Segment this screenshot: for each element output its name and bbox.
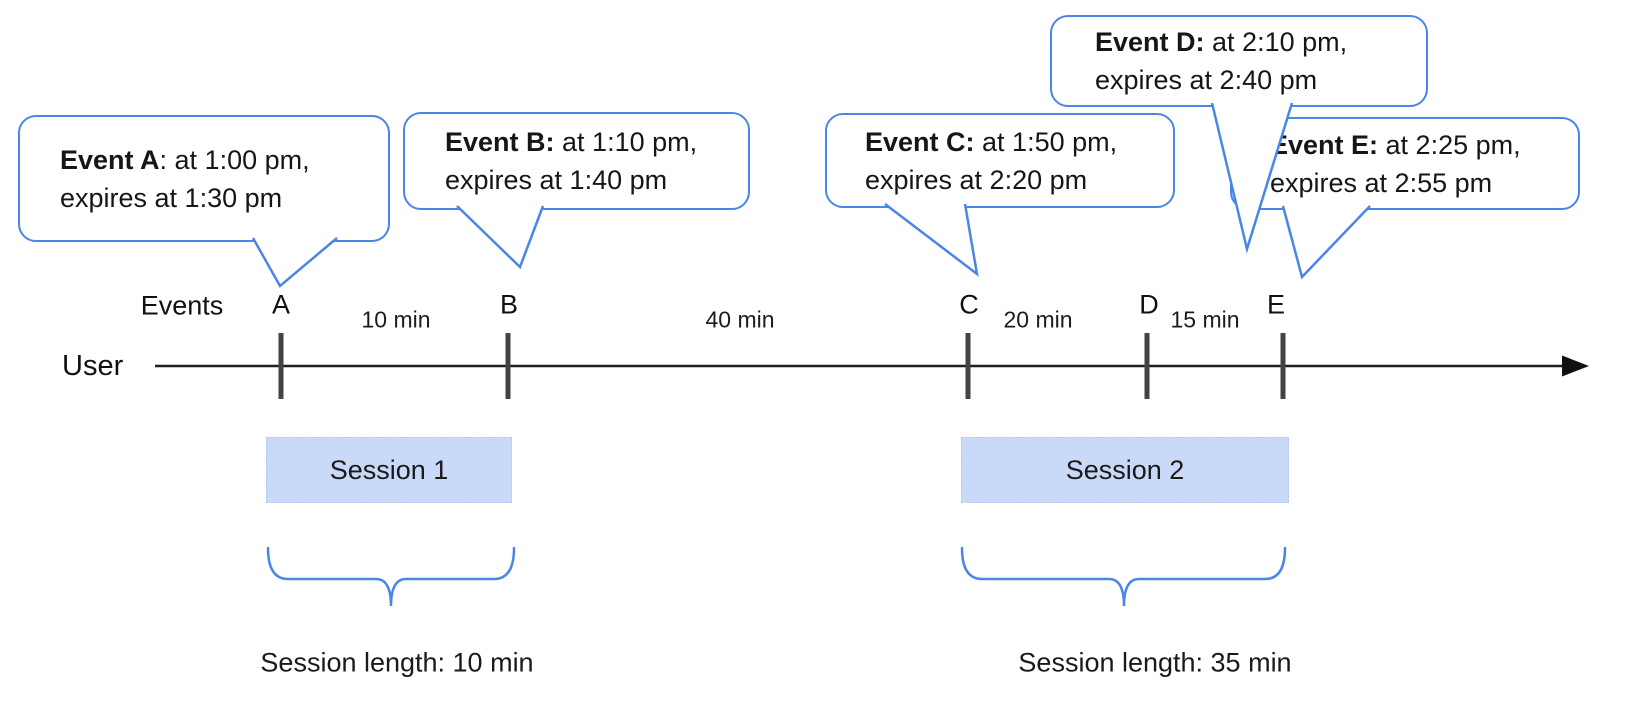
event-e-line1: Event E: at 2:25 pm, [1270,126,1578,164]
event-c-callout: Event C: at 1:50 pm, expires at 2:20 pm [825,113,1175,208]
event-c-title: Event C: [865,126,975,157]
event-b-callout: Event B: at 1:10 pm, expires at 1:40 pm [403,112,750,210]
event-b-time: at 1:10 pm, [554,127,698,157]
event-d-expiry: expires at 2:40 pm [1095,65,1318,95]
event-e-time: at 2:25 pm, [1378,129,1521,160]
event-c-expiry: expires at 2:20 pm [865,164,1088,195]
event-d-time: at 2:10 pm, [1204,27,1348,57]
interval-d-e-label: 15 min [1170,306,1240,333]
session-1-length-label: Session length: 10 min [260,647,534,678]
event-a-line1: Event A: at 1:00 pm, [60,141,388,179]
event-b-letter: B [499,289,519,320]
event-a-callout: Event A: at 1:00 pm, expires at 1:30 pm [18,115,390,242]
event-a-expiry: expires at 1:30 pm [60,182,283,213]
session-1-brace [266,546,516,607]
event-b-line1: Event B: at 1:10 pm, [445,123,748,161]
interval-a-b-label: 10 min [361,306,431,333]
session-2-brace [960,546,1287,607]
event-e-expiry: expires at 2:55 pm [1270,167,1493,198]
event-d-letter: D [1139,289,1159,320]
session-2-length-label: Session length: 35 min [1018,647,1292,678]
event-d-title: Event D: [1095,27,1205,57]
event-d-callout: Event D: at 2:10 pm, expires at 2:40 pm [1050,15,1428,107]
events-row-label: Events [140,290,224,321]
timeline-arrowhead-icon [1562,355,1589,377]
session-2-box: Session 2 [961,437,1289,503]
event-b-title: Event B: [445,127,555,157]
event-d-line1: Event D: at 2:10 pm, [1095,23,1426,61]
user-axis-label: User [62,350,124,382]
event-c-line1: Event C: at 1:50 pm, [865,123,1173,161]
event-c-time: at 1:50 pm, [974,126,1118,157]
event-e-callout: Event E: at 2:25 pm, expires at 2:55 pm [1230,117,1580,210]
interval-c-d-label: 20 min [1003,306,1073,333]
event-b-expiry: expires at 1:40 pm [445,165,668,195]
session-2-label: Session 2 [1065,454,1185,485]
event-a-letter: A [271,289,291,320]
event-a-title: Event A [60,144,160,175]
session-1-label: Session 1 [329,454,449,485]
event-e-title: Event E: [1270,129,1379,160]
event-e-letter: E [1266,289,1286,320]
session-1-box: Session 1 [266,437,512,503]
event-a-time: : at 1:00 pm, [159,144,310,175]
interval-b-c-label: 40 min [705,306,775,333]
event-c-letter: C [959,289,979,320]
